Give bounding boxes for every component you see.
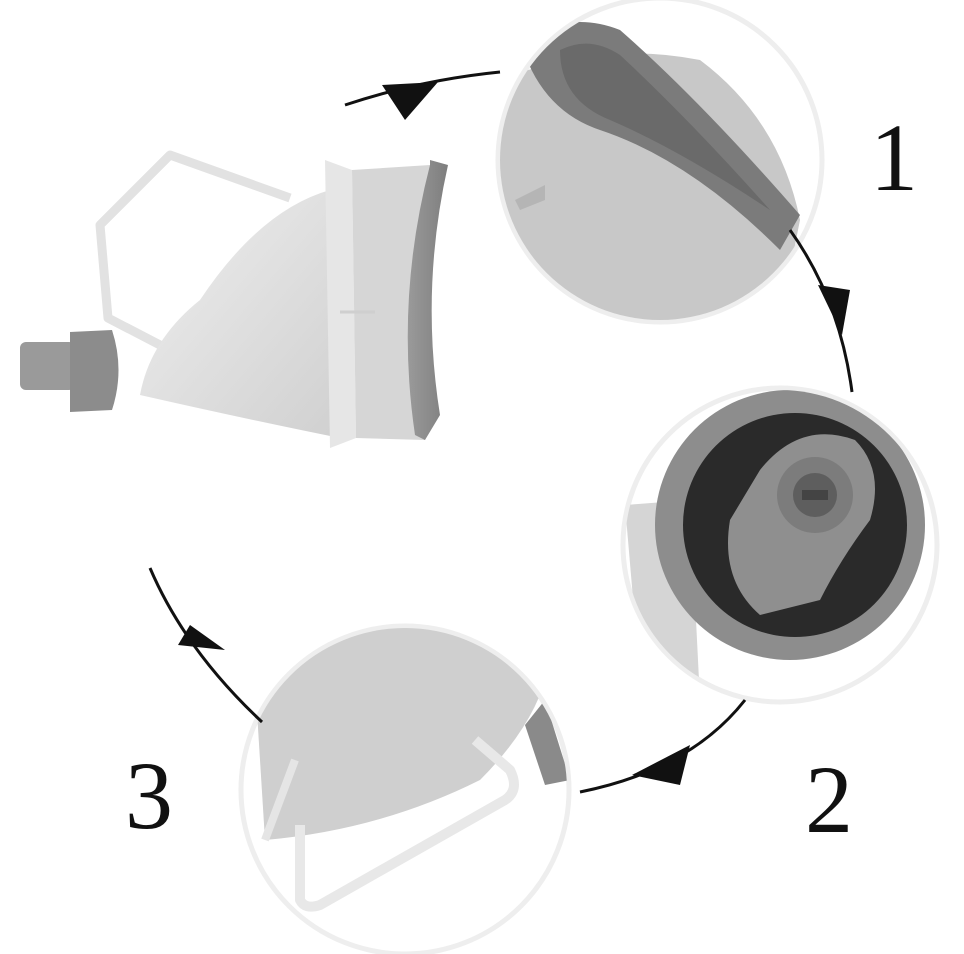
callout-circle-3	[238, 623, 572, 954]
urinal-main-view	[20, 150, 448, 448]
outlet-tip	[20, 342, 75, 390]
funnel-closeup	[255, 628, 550, 840]
callout-circle-1	[495, 0, 825, 325]
handle-loop	[95, 150, 292, 349]
handle-closeup	[295, 736, 519, 912]
callout-label-2: 2	[805, 746, 853, 853]
rubber-rim	[407, 160, 448, 440]
callout-label-1: 1	[870, 104, 918, 211]
callout-circle-2	[620, 385, 940, 705]
arrow-head-2	[818, 285, 850, 335]
arrow-heads	[178, 82, 850, 785]
arrow-head-3	[632, 745, 690, 785]
arrow-head-4	[178, 625, 225, 650]
outlet-cap	[70, 330, 119, 412]
funnel-body	[140, 190, 350, 440]
callout-label-3: 3	[125, 742, 173, 849]
arrow-head-1	[382, 82, 438, 120]
